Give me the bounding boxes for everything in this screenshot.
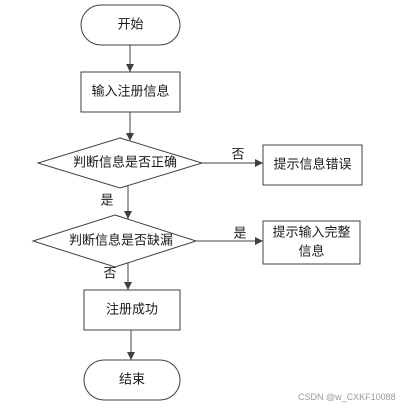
prompt-complete-label-line-2: 信息 — [298, 244, 324, 260]
check-missing-node: 判断信息是否缺漏 — [31, 214, 198, 268]
watermark-text: CSDN @w_CXKF10088 — [298, 392, 396, 402]
check-correct-node: 判断信息是否正确 — [36, 137, 204, 189]
prompt-complete-label-line-1: 提示输入完整 — [272, 225, 350, 241]
edge-label-correct-yes: 是 — [100, 194, 113, 209]
register-success-node: 注册成功 — [83, 289, 181, 331]
edge-label-correct-no: 否 — [231, 148, 244, 163]
edge-label-missing-yes: 是 — [233, 227, 246, 242]
prompt-complete-node: 提示输入完整 信息 — [262, 220, 361, 265]
prompt-error-label: 提示信息错误 — [273, 157, 351, 173]
start-label: 开始 — [117, 18, 143, 33]
input-info-node: 输入注册信息 — [80, 71, 181, 113]
input-info-box — [80, 71, 181, 113]
input-info-label: 输入注册信息 — [91, 84, 169, 100]
check-missing-label: 判断信息是否缺漏 — [69, 233, 173, 249]
register-success-box — [83, 289, 181, 331]
end-terminal-shape — [83, 359, 181, 401]
end-node: 结束 — [83, 359, 181, 401]
register-success-label: 注册成功 — [106, 303, 158, 318]
check-correct-label: 判断信息是否正确 — [73, 155, 177, 171]
check-correct-diamond — [36, 137, 204, 189]
end-label: 结束 — [119, 373, 145, 388]
prompt-complete-box — [262, 220, 361, 265]
start-node: 开始 — [80, 4, 181, 46]
prompt-error-box — [262, 144, 363, 186]
check-missing-diamond — [31, 214, 198, 268]
prompt-error-node: 提示信息错误 — [262, 144, 363, 186]
edge-label-missing-no: 否 — [103, 267, 116, 282]
